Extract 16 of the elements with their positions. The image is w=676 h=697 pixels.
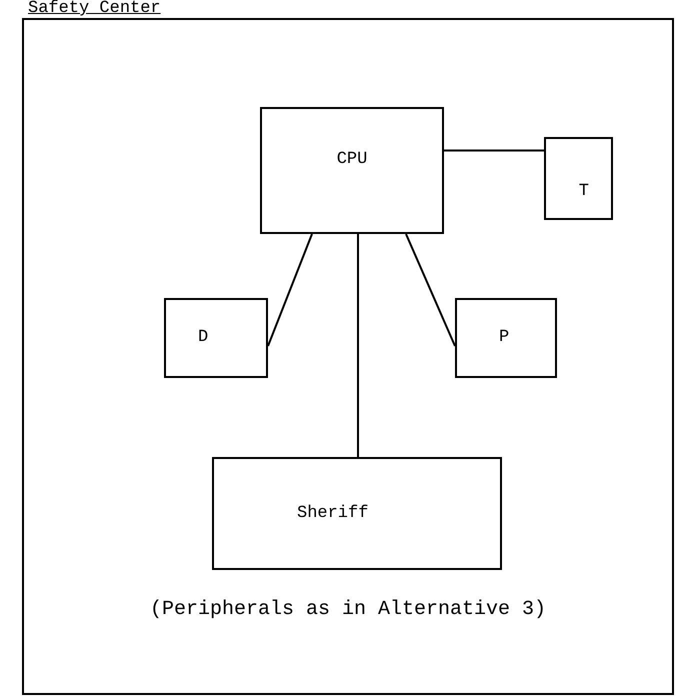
connector-line xyxy=(357,234,359,457)
box-label: Sheriff xyxy=(297,502,368,525)
connector-line xyxy=(405,234,456,346)
component-box xyxy=(212,457,502,570)
component-box xyxy=(260,107,444,234)
box-label: CPU xyxy=(336,149,368,171)
component-box xyxy=(544,137,613,220)
component-box xyxy=(164,298,268,378)
box-label: P xyxy=(499,327,510,350)
box-label: T xyxy=(578,180,589,202)
frame-heading: Safety Center xyxy=(28,0,161,17)
box-label: D xyxy=(198,327,208,350)
note-text: (Peripherals as in Alternative 3) xyxy=(148,597,548,623)
component-box xyxy=(455,298,557,378)
connector-line xyxy=(444,150,544,152)
connector-line xyxy=(267,234,313,346)
